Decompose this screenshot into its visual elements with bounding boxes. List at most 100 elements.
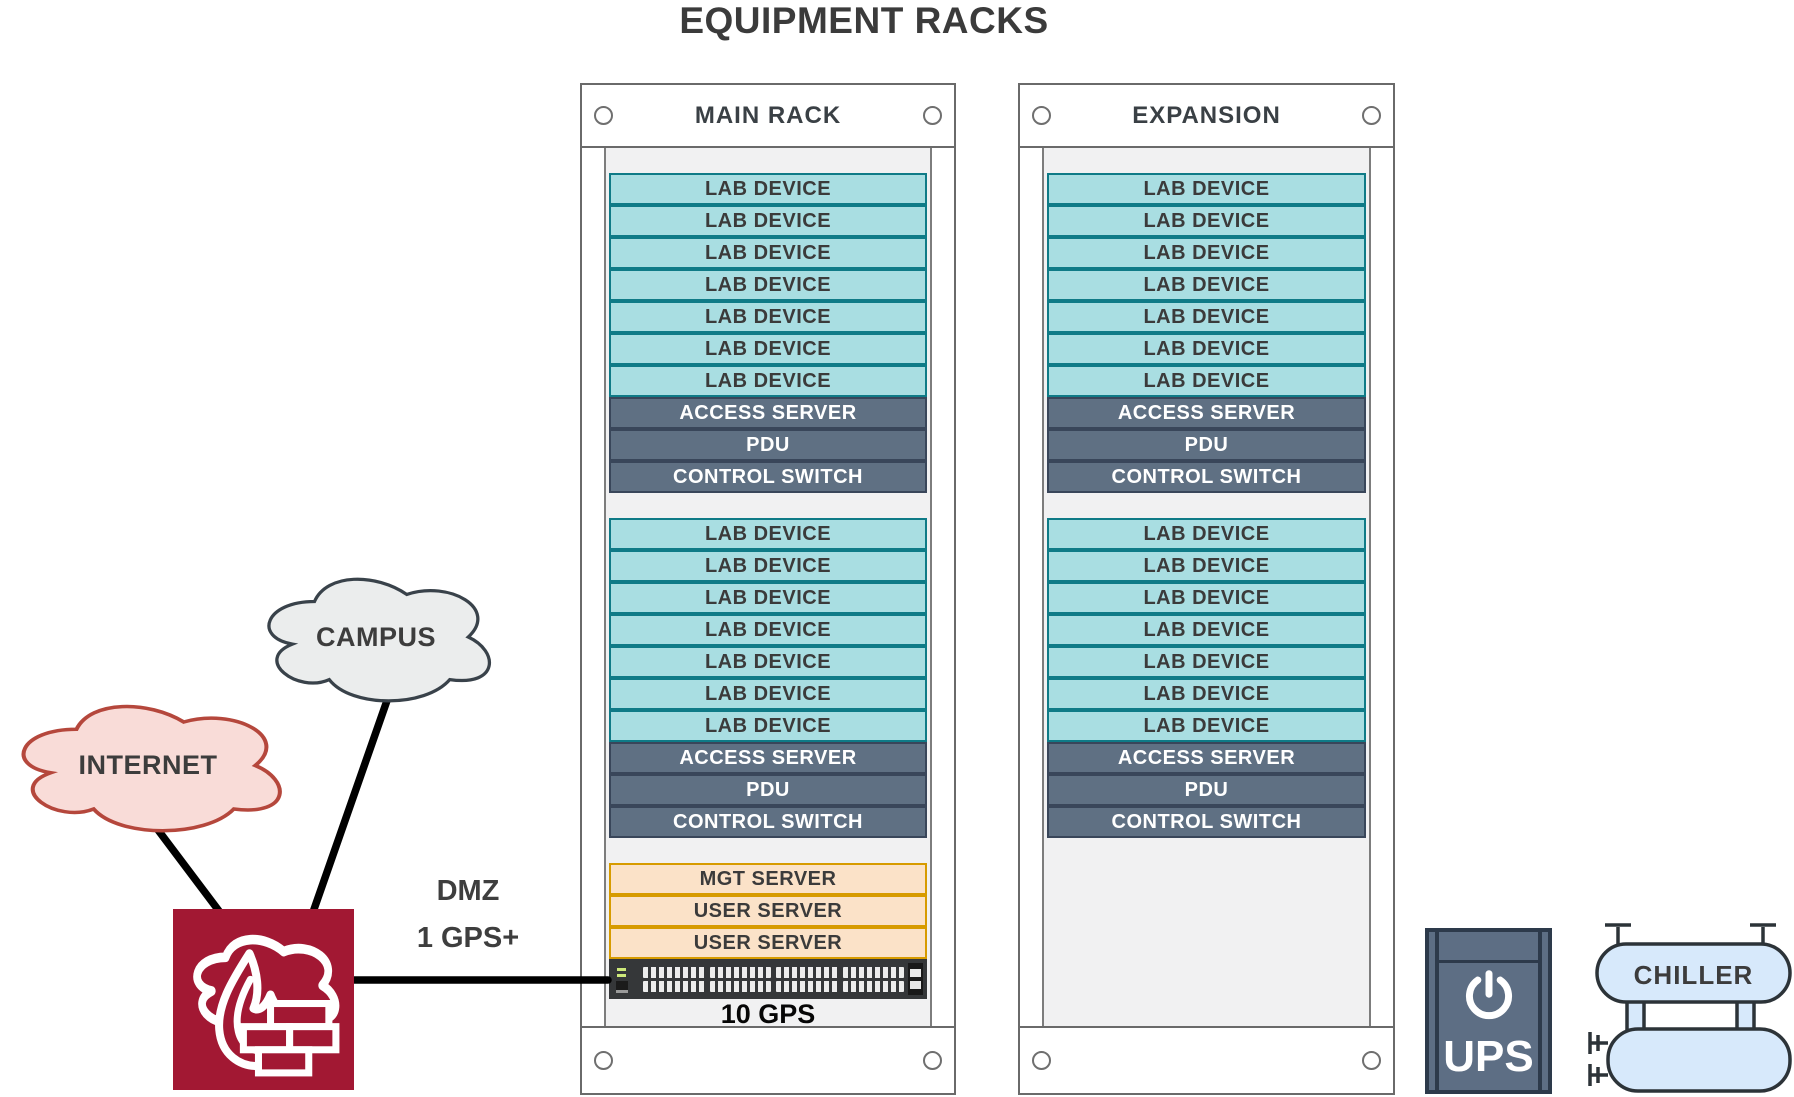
cloud-shape (21, 704, 282, 833)
port-group (709, 966, 771, 992)
rack-gap (609, 493, 927, 518)
rack-unit-lab-device: LAB DEVICE (1047, 582, 1366, 614)
cloud-firewall-icon (193, 934, 340, 1077)
screw-hole (1362, 105, 1381, 125)
dmz-link-labels: DMZ 1 GPS+ (378, 868, 558, 962)
console-port (616, 981, 628, 993)
ups-rail (1435, 932, 1439, 1090)
chiller-tanks (1588, 923, 1792, 1093)
bandwidth-label: 1 GPS+ (416, 922, 520, 954)
rack-unit-lab-device: LAB DEVICE (1047, 205, 1366, 237)
rack-unit-lab-device: LAB DEVICE (609, 205, 927, 237)
rack-unit-lab-device: LAB DEVICE (1047, 173, 1366, 205)
rack-expansion-footer (1020, 1026, 1393, 1093)
rack-unit-mgt-server: MGT SERVER (609, 863, 927, 895)
rack-unit-lab-device: LAB DEVICE (609, 301, 927, 333)
port-group (643, 966, 705, 992)
rack-unit-user-server: USER SERVER (609, 895, 927, 927)
switch-status-panel (613, 962, 639, 996)
rack-main-footer (582, 1026, 954, 1093)
campus-cloud: CAMPUS (253, 566, 499, 708)
switch-48port (609, 959, 927, 999)
led-indicator (617, 974, 626, 977)
rack-expansion-header: EXPANSION (1020, 85, 1393, 148)
rack-unit-lab-device: LAB DEVICE (609, 269, 927, 301)
screw-hole (1032, 105, 1051, 125)
rack-unit-lab-device: LAB DEVICE (609, 678, 927, 710)
rack-unit-lab-device: LAB DEVICE (1047, 678, 1366, 710)
rack-unit-lab-device: LAB DEVICE (1047, 269, 1366, 301)
rack-gap (609, 838, 927, 863)
rack-unit-pdu: PDU (609, 429, 927, 461)
ups-rail (1538, 932, 1542, 1090)
rack-gap (1047, 493, 1366, 518)
rack-unit-lab-device: LAB DEVICE (1047, 550, 1366, 582)
switch-speed-caption: 10 GPS (720, 998, 816, 1027)
page-title: EQUIPMENT RACKS (679, 0, 1049, 41)
rack-unit-lab-device: LAB DEVICE (1047, 237, 1366, 269)
rack-gap (1047, 148, 1366, 173)
dmz-label: DMZ (436, 875, 500, 907)
rack-unit-lab-device: LAB DEVICE (1047, 333, 1366, 365)
rack-unit-control-switch: CONTROL SWITCH (1047, 806, 1366, 838)
rack-unit-lab-device: LAB DEVICE (1047, 614, 1366, 646)
rack-unit-pdu: PDU (609, 774, 927, 806)
campus-label: CAMPUS (315, 621, 436, 652)
rack-unit-access-server: ACCESS SERVER (1047, 742, 1366, 774)
cloud-shape (267, 577, 492, 703)
rack-unit-lab-device: LAB DEVICE (1047, 365, 1366, 397)
ups-panel-line (1439, 960, 1538, 963)
rack-unit-lab-device: LAB DEVICE (609, 582, 927, 614)
rack-unit-lab-device: LAB DEVICE (609, 365, 927, 397)
rack-unit-lab-device: LAB DEVICE (609, 614, 927, 646)
rack-unit-lab-device: LAB DEVICE (1047, 518, 1366, 550)
ups-label: UPS (1443, 1032, 1534, 1081)
rack-expansion-title: EXPANSION (1132, 101, 1281, 129)
rack-unit-lab-device: LAB DEVICE (609, 173, 927, 205)
chiller-label: CHILLER (1633, 960, 1754, 990)
rack-unit-pdu: PDU (1047, 429, 1366, 461)
port-group (776, 966, 838, 992)
rack-main-title: MAIN RACK (694, 101, 842, 129)
rack-gap (609, 148, 927, 173)
rack-unit-lab-device: LAB DEVICE (609, 710, 927, 742)
firewall (173, 909, 354, 1090)
rack-unit-lab-device: LAB DEVICE (609, 237, 927, 269)
rack-unit-pdu: PDU (1047, 774, 1366, 806)
screw-hole (1032, 1050, 1051, 1070)
rack-unit-lab-device: LAB DEVICE (1047, 710, 1366, 742)
ups-unit: UPS (1425, 928, 1552, 1094)
power-icon (1465, 970, 1512, 1020)
rack-unit-user-server: USER SERVER (609, 927, 927, 959)
rack-unit-lab-device: LAB DEVICE (609, 646, 927, 678)
rack-unit-access-server: ACCESS SERVER (1047, 397, 1366, 429)
rack-unit-lab-device: LAB DEVICE (1047, 301, 1366, 333)
chiller-unit: CHILLER (1580, 916, 1794, 1097)
led-indicator (617, 968, 626, 971)
screw-hole (923, 1050, 942, 1070)
port-group (842, 966, 904, 992)
rack-main-header: MAIN RACK (582, 85, 954, 148)
rack-unit-control-switch: CONTROL SWITCH (609, 806, 927, 838)
rack-unit-lab-device: LAB DEVICE (609, 333, 927, 365)
rack-unit-lab-device: LAB DEVICE (1047, 646, 1366, 678)
rack-unit-access-server: ACCESS SERVER (609, 742, 927, 774)
internet-cloud: INTERNET (5, 693, 291, 838)
port-groups (643, 966, 904, 992)
screw-hole (1362, 1050, 1381, 1070)
rack-unit-control-switch: CONTROL SWITCH (1047, 461, 1366, 493)
screw-hole (594, 105, 613, 125)
screw-hole (923, 105, 942, 125)
brick-wall-icon (239, 1000, 340, 1077)
internet-label: INTERNET (78, 750, 218, 780)
rack-unit-lab-device: LAB DEVICE (609, 518, 927, 550)
rack-unit-lab-device: LAB DEVICE (609, 550, 927, 582)
rack-unit-access-server: ACCESS SERVER (609, 397, 927, 429)
uplink-module (908, 963, 923, 995)
